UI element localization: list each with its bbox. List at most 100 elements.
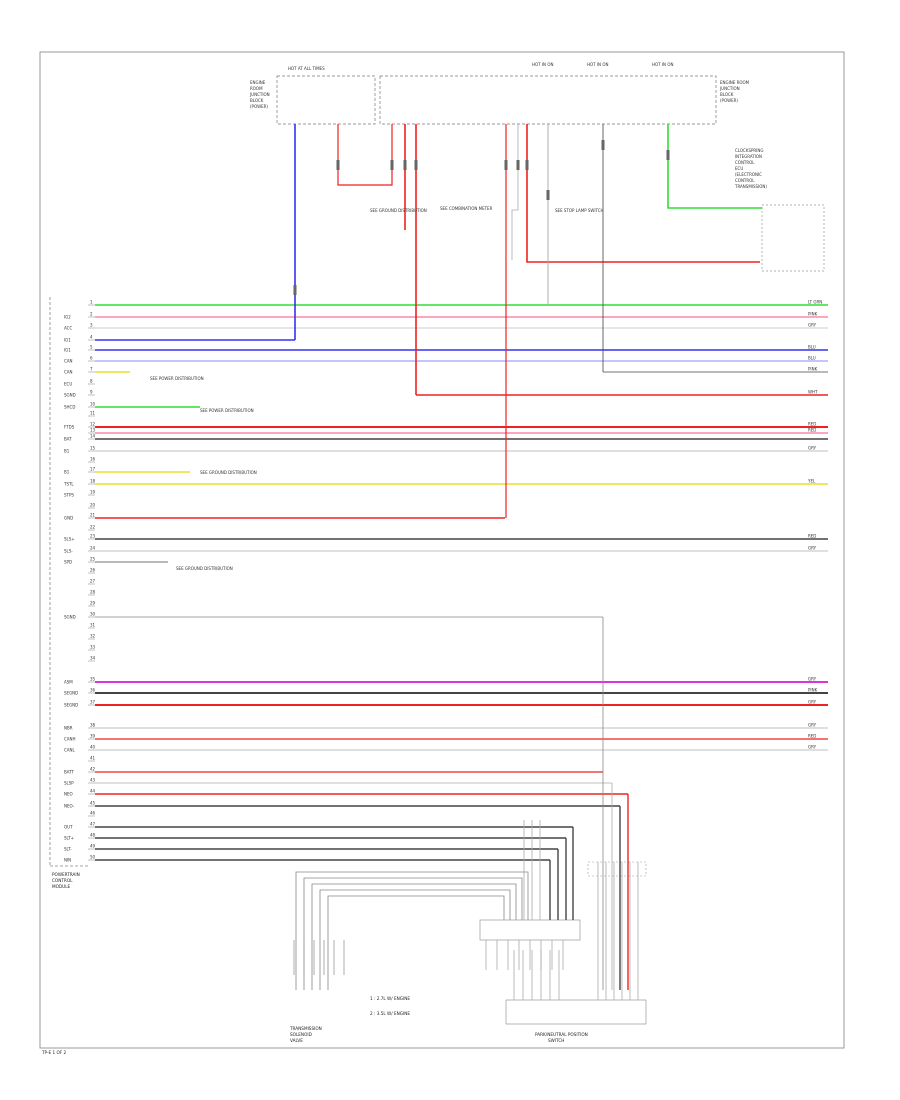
small-label-0: SEE GROUND DISTRIBUTION	[370, 208, 427, 213]
wire-109	[319, 889, 511, 990]
top-left-text-1: ROOM	[250, 86, 263, 91]
connector-pin-0	[293, 285, 297, 295]
connector-pin-5	[546, 190, 550, 200]
left-label-31: SLT+	[64, 836, 74, 841]
right-label-6: WHT	[808, 390, 818, 395]
small-label-3: SEE POWER DISTRIBUTION	[150, 376, 204, 381]
wire-110	[327, 895, 505, 990]
diagram-frame	[39, 51, 845, 1049]
pin-number-41: 42	[90, 767, 96, 772]
pin-number-0: 1	[90, 300, 93, 305]
top-left-text-4: (POWER)	[250, 104, 268, 109]
right-box-text-2: CONTROL	[735, 160, 755, 165]
wire-94	[667, 124, 762, 209]
bottom-left-caption-2: MODULE	[52, 884, 71, 889]
right-label-18: GRY	[808, 745, 817, 750]
pin-number-30: 31	[90, 623, 96, 628]
legend-0: 1 : 2.7L W/ ENGINE	[370, 996, 410, 1001]
bottom-left-caption-1: CONTROL	[52, 878, 73, 883]
left-label-27: SLSP	[64, 781, 74, 786]
left-label-25: CANL	[64, 748, 76, 753]
top-box-2: HOT IN ON	[587, 62, 608, 67]
right-box-text-0: CLOCKSPRING	[735, 148, 763, 153]
pin-number-23: 24	[90, 546, 96, 551]
top-right-text: ENGINE ROOM JUNCTION BLOCK (POWER)	[719, 80, 750, 103]
pin-number-34: 35	[90, 677, 96, 682]
pin-number-19: 20	[90, 503, 96, 508]
pin-number-25: 26	[90, 568, 96, 573]
left-label-13: TSTL	[63, 482, 74, 487]
top-left-text-3: BLOCK	[250, 98, 264, 103]
pin-number-32: 33	[90, 645, 96, 650]
pin-number-33: 34	[90, 656, 96, 661]
pin-number-3: 4	[90, 335, 93, 340]
right-ecu-box	[761, 204, 825, 272]
connector-pin-9	[390, 160, 394, 170]
connector-pin-2	[414, 160, 418, 170]
left-label-1: ACC	[64, 326, 72, 331]
pin-number-1: 2	[90, 312, 93, 317]
left-label-10: BAT	[64, 437, 72, 442]
left-label-3: IG1	[64, 348, 71, 353]
pin-number-26: 27	[90, 579, 96, 584]
valve-body-connector	[505, 999, 647, 1025]
wire-106	[295, 871, 529, 990]
pin-number-38: 39	[90, 734, 96, 739]
pin-number-36: 37	[90, 700, 96, 705]
top-fuse-box-left	[276, 75, 376, 125]
left-label-32: SLT-	[64, 847, 72, 852]
pin-number-6: 7	[90, 367, 93, 372]
pin-number-35: 36	[90, 688, 96, 693]
top-left-text: ENGINE ROOM JUNCTION BLOCK (POWER)	[249, 80, 270, 109]
left-label-28: NEO	[64, 792, 73, 797]
connector-pin-4	[525, 160, 529, 170]
right-box-text: CLOCKSPRING INTEGRATION CONTROL ECU (ELE…	[734, 148, 767, 189]
right-label-15: GRY	[808, 700, 817, 705]
left-label-19: SGND	[64, 615, 76, 620]
right-label-7: RED	[808, 422, 816, 427]
right-label-8: RED	[808, 428, 816, 433]
pin-number-29: 30	[90, 612, 96, 617]
left-label-11: B1	[64, 449, 70, 454]
pin-number-37: 38	[90, 723, 96, 728]
left-label-20: ASM	[64, 680, 73, 685]
left-label-4: CAN	[64, 359, 73, 364]
pin-number-48: 49	[90, 844, 96, 849]
left-label-0: IG2	[64, 315, 71, 320]
right-label-10: YEL	[807, 479, 816, 484]
right-label-4: BLU	[808, 356, 816, 361]
pin-number-12: 13	[90, 428, 96, 433]
pin-number-28: 29	[90, 601, 96, 606]
pin-number-5: 6	[90, 356, 93, 361]
left-label-7: SGND	[64, 393, 76, 398]
top-right-text-0: ENGINE ROOM	[720, 80, 750, 85]
pin-number-27: 28	[90, 590, 96, 595]
pin-number-46: 47	[90, 822, 96, 827]
pin-number-21: 22	[90, 525, 96, 530]
top-box-3: HOT IN ON	[652, 62, 673, 67]
connector-pin-1	[403, 160, 407, 170]
pin-number-7: 8	[90, 379, 93, 384]
right-label-1: PINK	[808, 312, 818, 317]
page-code: TP-E 1 OF 2	[41, 1050, 67, 1055]
pin-number-8: 9	[90, 390, 93, 395]
captions: POWERTRAIN CONTROL MODULE TRANSMISSION S…	[41, 872, 588, 1055]
right-box-text-4: (ELECTRONIC	[735, 172, 762, 177]
legend-1: 2 : 3.5L W/ ENGINE	[370, 1011, 410, 1016]
top-fuse-box-right	[379, 75, 717, 125]
left-label-14: STPS	[64, 493, 74, 498]
top-right-text-1: JUNCTION	[719, 86, 740, 91]
pin-number-44: 45	[90, 801, 96, 806]
pin-number-4: 5	[90, 345, 93, 350]
left-label-15: GND	[64, 516, 73, 521]
connector-pin-7	[666, 150, 670, 160]
right-label-11: RED	[808, 534, 816, 539]
right-label-16: GRY	[808, 723, 817, 728]
left-label-2: IG1	[64, 338, 71, 343]
connector-pin-3	[504, 160, 508, 170]
right-label-2: GRY	[808, 323, 817, 328]
top-right-text-2: BLOCK	[720, 92, 734, 97]
left-label-33: NIN	[64, 858, 71, 863]
